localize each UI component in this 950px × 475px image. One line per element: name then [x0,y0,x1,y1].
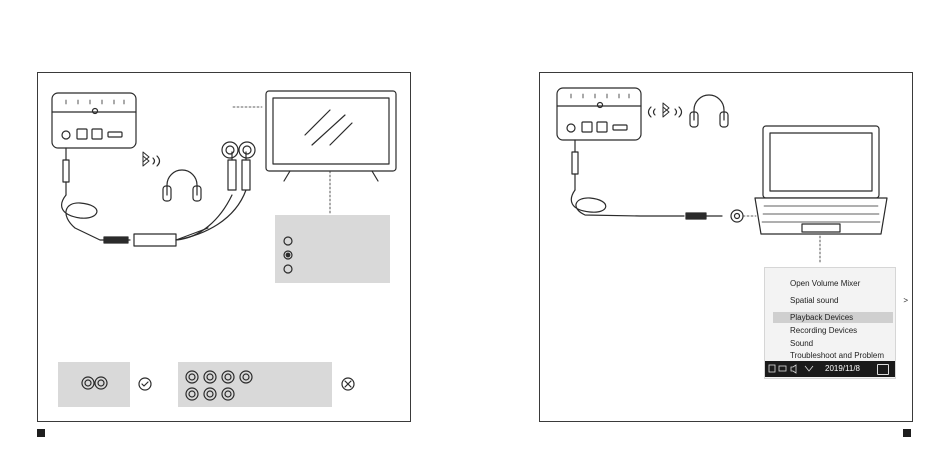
headphones-icon [690,95,728,127]
taskbar-date: 2019/11/8 [825,364,860,373]
tv-icon [266,91,396,215]
bluetooth-icon [143,152,160,166]
chevron-right-icon: > [903,295,908,306]
menu-item-troubleshoot[interactable]: Troubleshoot and Problem [790,350,884,361]
rca-sockets [222,142,255,158]
headphones-icon [163,170,201,201]
menu-item-playback-devices[interactable]: Playback Devices [773,312,893,323]
page-marker-left [37,429,45,437]
compatible-rca-example [58,362,130,407]
transmitter-device-left [52,93,136,148]
bluetooth-icon [649,103,682,117]
incompatible-multi-rca-example [178,362,332,407]
check-icon [139,378,151,390]
menu-item-sound[interactable]: Sound [790,338,813,349]
notification-icon[interactable] [877,364,889,375]
menu-item-open-volume-mixer[interactable]: Open Volume Mixer [790,278,860,289]
menu-item-spatial-sound[interactable]: Spatial sound> [790,295,890,306]
headphone-jack-socket [731,210,756,222]
aux-cable-right [571,140,722,219]
menu-item-recording-devices[interactable]: Recording Devices [790,325,857,336]
cross-icon [342,378,354,390]
audio-output-options [275,215,390,283]
laptop-icon [755,126,887,264]
page-marker-right [903,429,911,437]
tray-icons [767,361,827,377]
taskbar: 2019/11/8 [765,361,895,377]
transmitter-device-right [557,88,641,140]
